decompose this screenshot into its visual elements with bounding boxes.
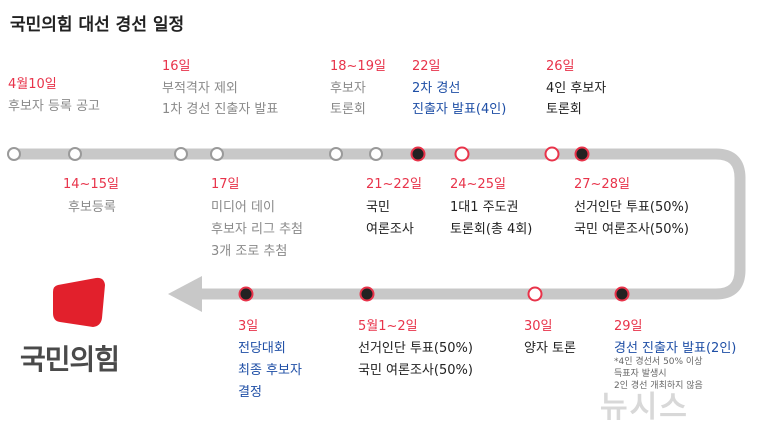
event-desc: 국민 xyxy=(366,200,390,215)
event-desc: 3개 조로 추첨 xyxy=(211,244,288,259)
event-desc: 후보자 리그 추첨 xyxy=(211,222,303,237)
event-date: 29일 xyxy=(614,319,643,334)
event-desc: 후보자 xyxy=(330,81,366,96)
node-apr16 xyxy=(174,147,188,161)
party-logo-icon xyxy=(53,277,105,327)
node-apr21-22 xyxy=(369,147,383,161)
timeline-nodes xyxy=(7,146,630,302)
event-desc: 부적격자 제외 xyxy=(162,81,238,96)
footnote-line: *4인 경선서 50% 이상 xyxy=(614,357,703,367)
event-desc: 2차 경선 xyxy=(412,81,461,96)
node-apr18-19 xyxy=(329,147,343,161)
footnote-line: 득표자 발생시 xyxy=(614,369,667,379)
event-date: 4월10일 xyxy=(8,77,57,92)
event-date: 24~25일 xyxy=(450,177,506,192)
watermark: 뉴시스 xyxy=(600,390,689,425)
node-apr27-28 xyxy=(574,146,590,162)
event-desc: 선거인단 투표(50%) xyxy=(358,341,473,356)
event-date: 27~28일 xyxy=(574,177,630,192)
timeline-track xyxy=(14,148,746,312)
event-desc: 1차 경선 진출자 발표 xyxy=(162,102,279,117)
node-apr14-15 xyxy=(68,147,82,161)
event-desc: 토론회 xyxy=(330,102,366,117)
event-date: 14~15일 xyxy=(63,177,119,192)
event-desc: 진출자 발표(4인) xyxy=(412,102,507,117)
event-desc: 전당대회 xyxy=(238,341,286,356)
party-logo-text: 국민의힘 xyxy=(20,343,120,376)
event-desc: 4인 후보자 xyxy=(546,81,607,96)
event-desc: 국민 여론조사(50%) xyxy=(574,222,689,237)
event-desc: 후보자 등록 공고 xyxy=(8,99,100,114)
node-apr17 xyxy=(210,147,224,161)
event-date: 18~19일 xyxy=(330,59,386,74)
arrow-head-icon xyxy=(168,276,202,312)
node-apr10 xyxy=(7,147,21,161)
event-date: 22일 xyxy=(412,59,441,74)
page-title: 국민의힘 대선 경선 일정 xyxy=(10,15,185,35)
footnote-line: 2인 경선 개최하지 않음 xyxy=(614,381,703,391)
footnote: *4인 경선서 50% 이상 득표자 발생시 2인 경선 개최하지 않음 xyxy=(614,356,703,392)
event-date: 30일 xyxy=(524,319,553,334)
event-date: 26일 xyxy=(546,59,575,74)
event-desc: 양자 토론 xyxy=(524,341,576,356)
event-desc: 1대1 주도권 xyxy=(450,200,519,215)
event-date: 16일 xyxy=(162,59,191,74)
event-date: 21~22일 xyxy=(366,177,422,192)
node-apr24-25 xyxy=(454,146,470,162)
event-date: 3일 xyxy=(238,319,259,334)
node-apr30 xyxy=(527,286,543,302)
event-desc: 경선 진출자 발표(2인) xyxy=(614,341,737,356)
event-desc: 미디어 데이 xyxy=(211,200,275,215)
event-desc: 국민 여론조사(50%) xyxy=(358,363,473,378)
node-apr26 xyxy=(544,146,560,162)
event-desc: 토론회 xyxy=(546,102,582,117)
node-may1-2 xyxy=(359,286,375,302)
node-apr29 xyxy=(614,286,630,302)
event-desc: 토론회(총 4회) xyxy=(450,222,533,237)
event-date: 17일 xyxy=(211,177,240,192)
event-desc: 결정 xyxy=(238,385,262,400)
node-apr22 xyxy=(410,146,426,162)
event-desc: 여론조사 xyxy=(366,222,414,237)
event-desc: 선거인단 투표(50%) xyxy=(574,200,689,215)
event-date: 5월1~2일 xyxy=(358,319,418,334)
event-desc: 후보등록 xyxy=(68,200,116,215)
node-may3 xyxy=(238,286,254,302)
event-desc: 최종 후보자 xyxy=(238,363,302,378)
